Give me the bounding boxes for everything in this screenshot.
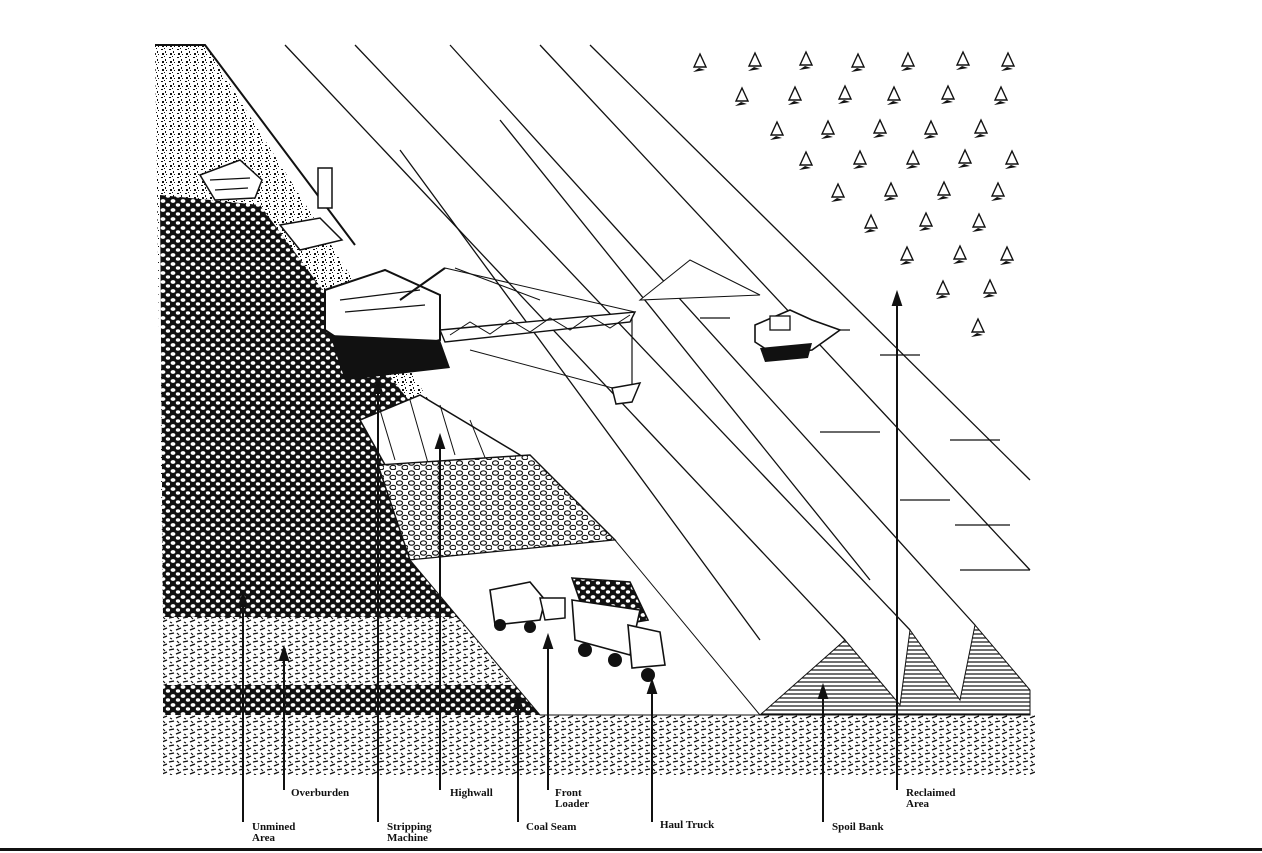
- tree-icon: [1000, 247, 1013, 265]
- tree-icon: [971, 319, 984, 337]
- tree-icon: [821, 121, 834, 139]
- label-coal-seam: Coal Seam: [526, 822, 576, 833]
- bottom-border: [0, 848, 1262, 851]
- tree-icon: [851, 54, 864, 72]
- label-highwall: Highwall: [450, 788, 493, 799]
- tree-icon: [994, 87, 1007, 105]
- tree-icon: [838, 86, 851, 104]
- label-front-loader: FrontLoader: [555, 788, 589, 810]
- label-stripping-machine: StrippingMachine: [387, 822, 432, 844]
- coal-seam-stratum: [163, 685, 543, 715]
- tree-icon: [991, 183, 1004, 201]
- tree-icon: [864, 215, 877, 233]
- tree-icon: [831, 184, 844, 202]
- tree-icon: [735, 88, 748, 106]
- tree-icon: [941, 86, 954, 104]
- label-haul-truck: Haul Truck: [660, 820, 714, 831]
- spoil-bank-section: [760, 625, 1030, 715]
- tree-icon: [799, 152, 812, 170]
- tree-icon: [953, 246, 966, 264]
- tree-icon: [770, 122, 783, 140]
- tree-icon: [974, 120, 987, 138]
- tree-icon: [884, 183, 897, 201]
- tree-icon: [900, 247, 913, 265]
- tree-icon: [937, 182, 950, 200]
- reclaimed-surface-marks: [700, 318, 1030, 570]
- tree-icon: [788, 87, 801, 105]
- bulldozer-icon: [755, 310, 840, 362]
- tree-icon: [748, 53, 761, 71]
- tree-icon: [799, 52, 812, 70]
- bottom-rock-stratum: [163, 715, 1035, 775]
- tree-icon: [901, 53, 914, 71]
- tree-icon: [887, 87, 900, 105]
- tree-icon: [1001, 53, 1014, 71]
- tree-icon: [983, 280, 996, 298]
- tree-icon: [924, 121, 937, 139]
- tree-icon: [873, 120, 886, 138]
- tree-icon: [693, 54, 706, 72]
- label-spoil-bank: Spoil Bank: [832, 822, 884, 833]
- tree-icon: [919, 213, 932, 231]
- tree-icon: [936, 281, 949, 299]
- label-reclaimed-area: ReclaimedArea: [906, 788, 955, 810]
- tree-icon: [853, 151, 866, 169]
- tree-icon: [906, 151, 919, 169]
- tree-icon: [972, 214, 985, 232]
- tree-icon: [956, 52, 969, 70]
- tree-icon: [1005, 151, 1018, 169]
- label-overburden: Overburden: [291, 788, 349, 799]
- label-unmined-area: UnminedArea: [252, 822, 295, 844]
- tree-icon: [958, 150, 971, 168]
